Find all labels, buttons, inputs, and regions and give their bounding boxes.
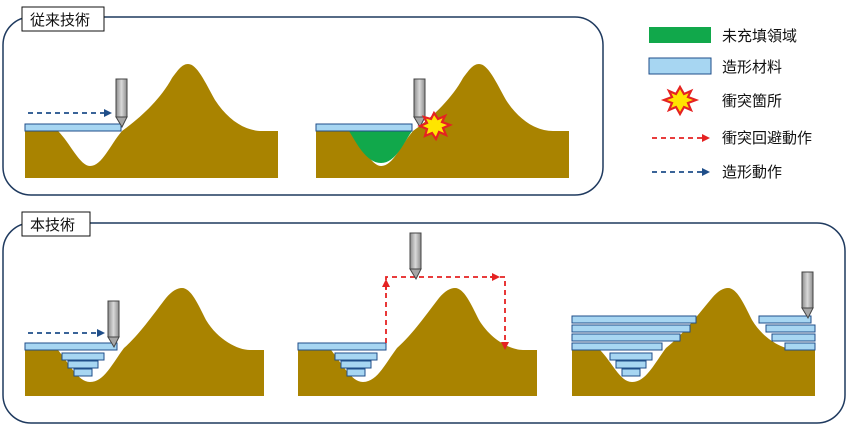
material-layer (297, 342, 387, 351)
nozzle (107, 300, 120, 349)
fill-layer-2 (340, 360, 372, 369)
stack-right-layer-2 (771, 333, 816, 342)
stack-right-layer-1 (784, 342, 816, 351)
conventional-title-box (21, 6, 105, 32)
terrain (25, 64, 278, 178)
terrain (25, 288, 264, 396)
nozzle (115, 78, 128, 129)
legend-build-label: 造形動作 (722, 163, 782, 181)
material-layer (24, 342, 118, 351)
material-layer (24, 123, 122, 132)
terrain (572, 288, 815, 396)
stack-left-layer-3 (571, 324, 691, 333)
unfilled-region (349, 131, 412, 163)
legend-collision-icon (660, 84, 700, 117)
nozzle (413, 78, 426, 129)
collision-avoid-arrow (385, 276, 509, 350)
fill-layer-2 (615, 360, 647, 369)
present-title-box (21, 211, 91, 237)
present-panel-2 (297, 232, 537, 396)
fill-layer-1 (61, 352, 105, 361)
present-title: 本技術 (30, 216, 75, 234)
legend-material-swatch (648, 57, 712, 75)
fill-layer-1 (334, 352, 378, 361)
material-layer (315, 123, 413, 132)
legend-unfilled-swatch (649, 27, 711, 43)
present-panel-3 (571, 271, 816, 396)
present-frame (2, 222, 846, 424)
collision-burst (417, 110, 453, 142)
legend: 未充填領域 造形材料 衝突箇所 衝突回避動作 造形動作 (648, 27, 812, 181)
fill-layer-3 (621, 368, 641, 377)
legend-avoid-label: 衝突回避動作 (722, 129, 812, 147)
conventional-panel-1 (24, 64, 278, 178)
fill-layer-3 (73, 368, 93, 377)
nozzle (801, 271, 814, 320)
stack-right-layer-3 (765, 324, 816, 333)
stack-right-layer-4 (758, 315, 812, 324)
legend-material-label: 造形材料 (722, 58, 782, 76)
conventional-panel-2 (315, 64, 569, 178)
fill-layer-1 (609, 352, 653, 361)
conventional-frame (2, 16, 604, 196)
terrain (298, 288, 537, 396)
present-panel-1 (24, 288, 264, 396)
legend-unfilled-label: 未充填領域 (722, 27, 797, 45)
stack-left-layer-1 (571, 342, 663, 351)
fill-layer-2 (67, 360, 99, 369)
legend-collision-label: 衝突箇所 (722, 92, 782, 110)
fill-layer-3 (346, 368, 366, 377)
nozzle (409, 232, 422, 281)
stack-left-layer-2 (571, 333, 681, 342)
conventional-title: 従来技術 (30, 11, 90, 29)
stack-left-layer-4 (571, 315, 697, 324)
